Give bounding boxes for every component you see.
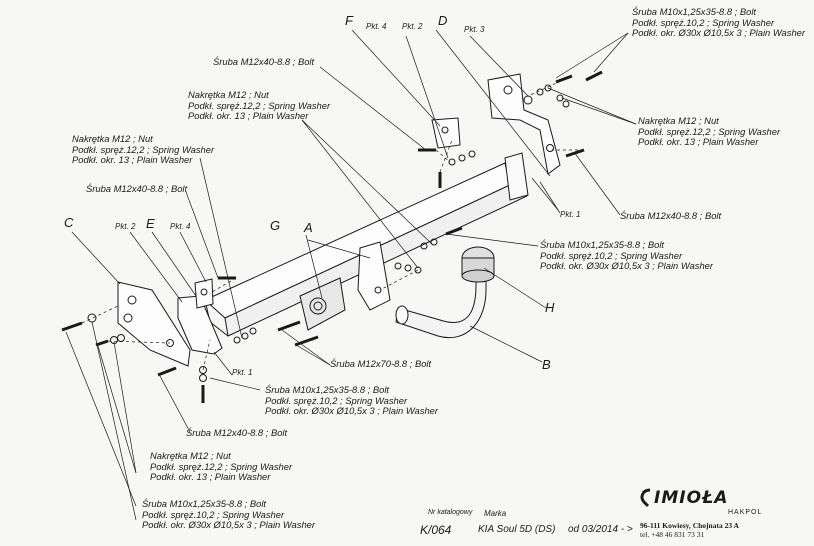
callout-bolt-m12-left: Śruba M12x40-8.8 ; Bolt	[86, 183, 188, 194]
left-side-bracket	[177, 278, 223, 355]
brand-label: Marka	[484, 509, 507, 518]
assembly-lines	[81, 75, 584, 371]
point-3-label: Pkt. 3	[464, 25, 485, 34]
callout-bolt-m10-center: Śruba M10x1,25x35-8.8 ; Bolt Podkł. sprę…	[265, 384, 438, 417]
callout-bolt-m12x70: Śruba M12x70-8.8 ; Bolt	[330, 358, 432, 369]
left-mount-plate	[117, 281, 191, 367]
company-address: 96-111 Kowiesy, Chojnata 23 A tel. +48 4…	[640, 521, 739, 539]
catalog-number-label: Nr katalogowy	[428, 509, 473, 516]
right-side-bracket	[431, 117, 461, 149]
part-letter-h: H	[545, 300, 555, 315]
company-logo-sub: HAKPOL	[728, 509, 763, 516]
point-4-right-label: Pkt. 4	[366, 22, 387, 31]
point-2-left-label: Pkt. 2	[115, 222, 136, 231]
callout-bolt-m10-mid-right: Śruba M10x1,25x35-8.8 ; Bolt Podkł. sprę…	[540, 239, 713, 272]
vehicle-model: KIA Soul 5D (DS)	[478, 524, 556, 535]
right-mount-plate	[487, 73, 561, 175]
part-letter-g: G	[270, 218, 281, 233]
part-letter-e: E	[146, 216, 155, 231]
socket-plate	[299, 277, 346, 331]
point-2-right-label: Pkt. 2	[402, 22, 423, 31]
catalog-number: K/064	[420, 523, 452, 537]
callout-bolt-m12-bottom: Śruba M12x40-8.8 ; Bolt	[186, 427, 288, 438]
hook-logo-icon	[640, 488, 651, 508]
fasteners	[61, 70, 603, 403]
point-1-left-label: Pkt. 1	[232, 368, 253, 377]
part-letter-c: C	[64, 215, 74, 230]
callout-bolt-m10-bottom-left: Śruba M10x1,25x35-8.8 ; Bolt Podkł. sprę…	[142, 498, 315, 531]
part-letter-a: A	[304, 220, 313, 235]
production-date: od 03/2014 - >	[568, 524, 633, 535]
part-letter-d: D	[438, 13, 448, 28]
callout-nut-left-upper: Nakrętka M12 ; Nut Podkł. spręż.12,2 ; S…	[72, 133, 215, 166]
callout-bolt-m12-top: Śruba M12x40-8.8 ; Bolt	[213, 56, 315, 67]
company-logo: IMIOŁA	[654, 488, 729, 508]
callout-bolt-m12-right: Śruba M12x40-8.8 ; Bolt	[620, 210, 722, 221]
hook-mount-bracket	[357, 241, 391, 311]
callout-bolt-m10-top-right: Śruba M10x1,25x35-8.8 ; Bolt Podkł. sprę…	[632, 6, 805, 39]
tow-ball	[461, 246, 495, 283]
callout-nut-upper-center: Nakrętka M12 ; Nut Podkł. spręż.12,2 ; S…	[188, 89, 331, 122]
part-letter-f: F	[345, 13, 353, 28]
callout-nut-right: Nakrętka M12 ; Nut Podkł. spręż.12,2 ; S…	[638, 115, 781, 148]
point-1-right-label: Pkt. 1	[560, 210, 581, 219]
part-letter-b: B	[542, 357, 551, 372]
leader-lines	[65, 29, 637, 521]
point-4-left-label: Pkt. 4	[170, 222, 191, 231]
callout-nut-left-lower: Nakrętka M12 ; Nut Podkł. spręż.12,2 ; S…	[150, 450, 293, 483]
